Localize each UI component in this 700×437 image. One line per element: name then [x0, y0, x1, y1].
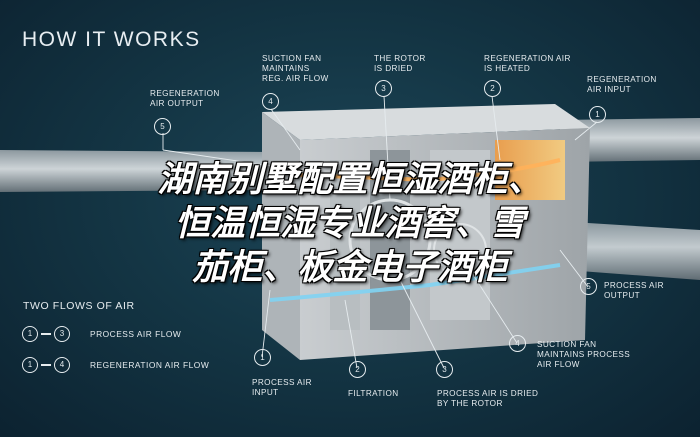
- left-upper-duct: [0, 150, 270, 192]
- step-number-badge: 5: [154, 118, 171, 135]
- callout-text: PROCESS AIR: [604, 281, 664, 290]
- step-number-badge: 4: [262, 93, 279, 110]
- legend-from-badge: 1: [22, 326, 38, 342]
- callout-process-air-output: PROCESS AIR OUTPUT: [604, 281, 664, 301]
- callout-process-air-input: PROCESS AIR INPUT: [252, 378, 312, 398]
- callout-text: REGENERATION: [150, 89, 220, 98]
- callout-filtration: FILTRATION: [348, 389, 399, 399]
- callout-text: REG. AIR FLOW: [262, 74, 329, 83]
- callout-text: OUTPUT: [604, 291, 641, 300]
- step-number-badge: 5: [580, 278, 597, 295]
- callout-text: IS HEATED: [484, 64, 531, 73]
- callout-suction-fan-process: SUCTION FAN MAINTAINS PROCESS AIR FLOW: [537, 340, 630, 370]
- callout-text: AIR INPUT: [587, 85, 632, 94]
- overlay-caption: 湖南别墅配置恒湿酒柜、 恒温恒湿专业酒窖、雪 茄柜、板金电子酒柜: [0, 158, 700, 290]
- callout-text: MAINTAINS PROCESS: [537, 350, 631, 359]
- legend-title: TWO FLOWS OF AIR: [23, 300, 135, 312]
- legend-label: REGENERATION AIR FLOW: [90, 360, 210, 370]
- fan-wheel: [433, 223, 487, 277]
- process-flow-arrow: [269, 263, 561, 302]
- callout-regeneration-air-heated: REGENERATION AIR IS HEATED: [484, 54, 571, 74]
- legend-from-badge: 1: [22, 357, 38, 373]
- callout-text: AIR OUTPUT: [150, 99, 204, 108]
- step-number-badge: 2: [349, 361, 366, 378]
- overlay-line: 湖南别墅配置恒湿酒柜、: [157, 160, 543, 199]
- callout-rotor-dried: THE ROTOR IS DRIED: [374, 54, 426, 74]
- callout-suction-fan-reg: SUCTION FAN MAINTAINS REG. AIR FLOW: [262, 54, 329, 84]
- callout-text: PROCESS AIR: [252, 378, 312, 387]
- legend-to-badge: 3: [54, 326, 70, 342]
- legend-row-process: 1 3 PROCESS AIR FLOW: [22, 325, 181, 343]
- step-number-badge: 1: [589, 106, 606, 123]
- step-number-badge: 3: [436, 361, 453, 378]
- callout-text: PROCESS AIR IS DRIED: [437, 389, 539, 398]
- callout-text: THE ROTOR: [374, 54, 426, 63]
- step-number-badge: 2: [484, 80, 501, 97]
- callout-text: FILTRATION: [348, 389, 399, 398]
- unit-top: [262, 104, 590, 140]
- overlay-line: 恒温恒湿专业酒窖、雪: [174, 204, 525, 243]
- right-upper-duct: [560, 118, 700, 162]
- callout-text: REGENERATION AIR: [484, 54, 571, 63]
- callout-text: BY THE ROTOR: [437, 399, 503, 408]
- step-number-badge: 1: [254, 349, 271, 366]
- callout-text: SUCTION FAN: [262, 54, 322, 63]
- callout-text: INPUT: [252, 388, 279, 397]
- callout-text: REGENERATION: [587, 75, 657, 84]
- page-title: HOW IT WORKS: [22, 28, 201, 51]
- legend-dash: [41, 364, 51, 366]
- callout-process-air-dried: PROCESS AIR IS DRIED BY THE ROTOR: [437, 389, 538, 409]
- legend-label: PROCESS AIR FLOW: [90, 329, 182, 339]
- callout-text: AIR FLOW: [537, 360, 580, 369]
- callout-text: SUCTION FAN: [537, 340, 597, 349]
- step-number-badge: 4: [509, 335, 526, 352]
- callout-regeneration-air-input: REGENERATION AIR INPUT: [587, 75, 657, 95]
- legend-to-badge: 4: [54, 357, 70, 373]
- callout-text: IS DRIED: [374, 64, 413, 73]
- overlay-line: 茄柜、板金电子酒柜: [192, 248, 508, 287]
- regeneration-flow-arrow: [299, 158, 561, 183]
- legend-dash: [41, 333, 51, 335]
- step-number-badge: 3: [375, 80, 392, 97]
- callout-text: MAINTAINS: [262, 64, 310, 73]
- leader-lines: [162, 95, 598, 369]
- callout-regeneration-air-output: REGENERATION AIR OUTPUT: [150, 89, 220, 109]
- legend-row-regeneration: 1 4 REGENERATION AIR FLOW: [22, 356, 209, 374]
